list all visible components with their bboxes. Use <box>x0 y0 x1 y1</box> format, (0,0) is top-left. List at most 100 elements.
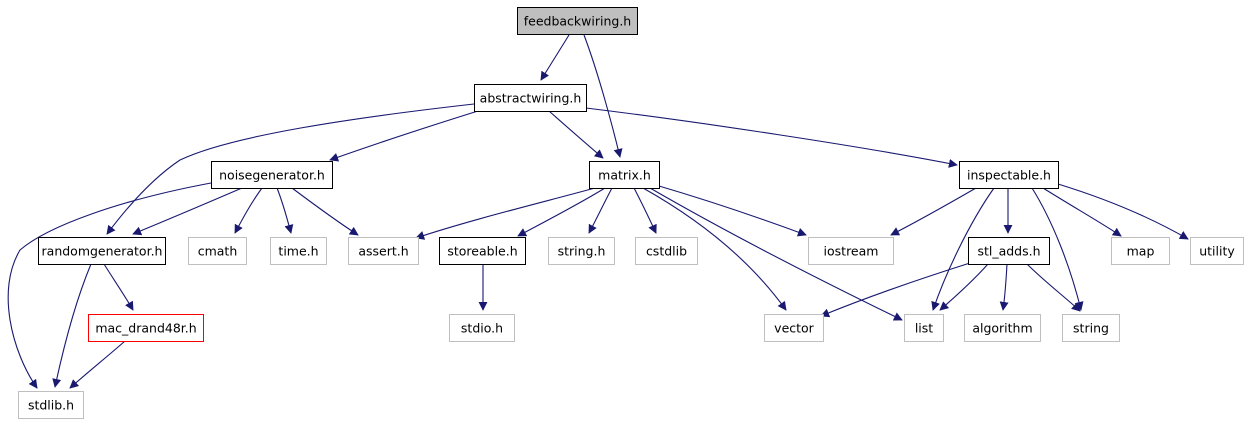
node-label-randomgenerator: randomgenerator.h <box>42 244 163 259</box>
edge-stl_adds-to-vector <box>820 262 971 318</box>
edge-abstractwiring-to-matrix <box>548 110 604 159</box>
edge-inspectable-to-utility <box>1057 183 1189 240</box>
node-stdlib: stdlib.h <box>18 391 84 419</box>
node-string: string <box>1062 314 1120 342</box>
node-box-map <box>1111 237 1170 265</box>
node-matrix[interactable]: matrix.h <box>589 161 660 189</box>
node-box-feedbackwiring <box>517 7 638 35</box>
node-label-iostream: iostream <box>824 244 879 259</box>
edge-matrix-to-storeable <box>517 187 606 237</box>
node-string_h: string.h <box>548 237 615 265</box>
node-cstdlib: cstdlib <box>635 237 698 265</box>
edge-noisegenerator-to-cmath <box>234 187 263 234</box>
edge-matrix-to-assert <box>415 187 596 240</box>
node-storeable[interactable]: storeable.h <box>439 237 526 265</box>
nodes-layer: feedbackwiring.h abstractwiring.h noisegen… <box>18 7 1244 419</box>
edge-noisegenerator-to-stdlib <box>7 182 212 389</box>
node-box-list <box>904 314 944 342</box>
node-stdio: stdio.h <box>449 314 515 342</box>
node-label-time: time.h <box>278 244 318 259</box>
edge-abstractwiring-to-noisegenerator <box>329 110 479 162</box>
node-box-iostream <box>808 237 894 265</box>
edge-inspectable-to-map <box>1042 187 1122 237</box>
node-time: time.h <box>270 237 327 265</box>
edge-noisegenerator-to-time <box>276 187 294 234</box>
node-mac_drand48r[interactable]: mac_drand48r.h <box>88 314 204 342</box>
node-label-abstractwiring: abstractwiring.h <box>480 91 582 106</box>
edge-matrix-to-list <box>649 187 903 321</box>
node-label-map: map <box>1127 244 1155 259</box>
node-box-cstdlib <box>635 237 698 265</box>
edge-inspectable-to-list <box>931 187 995 311</box>
edge-stl_adds-to-list <box>939 263 989 311</box>
edge-inspectable-to-iostream <box>890 187 977 236</box>
node-box-noisegenerator <box>211 161 333 189</box>
edge-noisegenerator-to-randomgenerator <box>132 187 243 236</box>
node-box-matrix <box>589 161 660 189</box>
node-utility: utility <box>1190 237 1244 265</box>
node-box-mac_drand48r <box>88 314 204 342</box>
node-box-abstractwiring <box>474 84 587 112</box>
node-cmath: cmath <box>188 237 247 265</box>
node-assert: assert.h <box>348 237 419 265</box>
node-label-assert: assert.h <box>358 244 408 259</box>
node-map: map <box>1111 237 1170 265</box>
node-label-inspectable: inspectable.h <box>967 168 1051 183</box>
node-label-stdlib: stdlib.h <box>28 398 74 413</box>
node-list: list <box>904 314 944 342</box>
node-inspectable[interactable]: inspectable.h <box>959 161 1059 189</box>
node-label-utility: utility <box>1199 244 1235 259</box>
node-box-stdio <box>449 314 515 342</box>
edge-matrix-to-vector <box>642 187 787 311</box>
node-box-utility <box>1190 237 1244 265</box>
edge-matrix-to-cstdlib <box>633 187 657 234</box>
edge-randomgenerator-to-stdlib <box>52 263 92 388</box>
edge-stl_adds-to-algorithm <box>999 263 1009 311</box>
node-box-time <box>270 237 327 265</box>
node-box-randomgenerator <box>38 237 166 265</box>
node-box-stl_adds <box>968 237 1050 265</box>
node-label-mac_drand48r: mac_drand48r.h <box>95 321 196 336</box>
edge-feedbackwiring-to-abstractwiring <box>540 34 570 81</box>
node-randomgenerator[interactable]: randomgenerator.h <box>38 237 166 265</box>
node-box-storeable <box>439 237 526 265</box>
node-label-stdio: stdio.h <box>461 321 503 336</box>
node-label-cmath: cmath <box>198 244 238 259</box>
node-label-algorithm: algorithm <box>972 321 1032 336</box>
node-label-stl_adds: stl_adds.h <box>977 244 1040 259</box>
node-label-string_h: string.h <box>558 244 606 259</box>
node-box-cmath <box>188 237 247 265</box>
edge-mac_drand48r-to-stdlib <box>69 340 126 389</box>
node-label-feedbackwiring: feedbackwiring.h <box>524 14 631 29</box>
edge-randomgenerator-to-mac_drand48r <box>103 263 134 311</box>
node-box-vector <box>764 314 824 342</box>
edge-abstractwiring-to-inspectable <box>585 107 958 168</box>
node-box-string <box>1062 314 1120 342</box>
node-feedbackwiring[interactable]: feedbackwiring.h <box>517 7 638 35</box>
node-algorithm: algorithm <box>964 314 1041 342</box>
edge-stl_adds-to-string <box>1026 263 1081 312</box>
edge-abstractwiring-to-randomgenerator <box>106 103 475 235</box>
node-label-storeable: storeable.h <box>447 244 517 259</box>
node-box-assert <box>348 237 419 265</box>
node-noisegenerator[interactable]: noisegenerator.h <box>211 161 333 189</box>
node-label-cstdlib: cstdlib <box>646 244 687 259</box>
node-stl_adds[interactable]: stl_adds.h <box>968 237 1050 265</box>
node-label-noisegenerator: noisegenerator.h <box>219 168 325 183</box>
node-label-list: list <box>915 321 933 336</box>
edge-noisegenerator-to-assert <box>291 187 359 236</box>
edge-matrix-to-iostream <box>658 185 807 237</box>
edges-layer <box>7 34 1189 389</box>
node-label-string: string <box>1073 321 1109 336</box>
node-box-inspectable <box>959 161 1059 189</box>
node-label-matrix: matrix.h <box>598 168 651 183</box>
node-abstractwiring[interactable]: abstractwiring.h <box>474 84 587 112</box>
node-iostream: iostream <box>808 237 894 265</box>
node-box-string_h <box>548 237 615 265</box>
node-box-algorithm <box>964 314 1041 342</box>
edge-matrix-to-string_h <box>588 187 613 234</box>
node-box-stdlib <box>18 391 84 419</box>
edge-inspectable-to-string <box>1031 187 1084 311</box>
edge-feedbackwiring-to-matrix <box>583 34 623 158</box>
